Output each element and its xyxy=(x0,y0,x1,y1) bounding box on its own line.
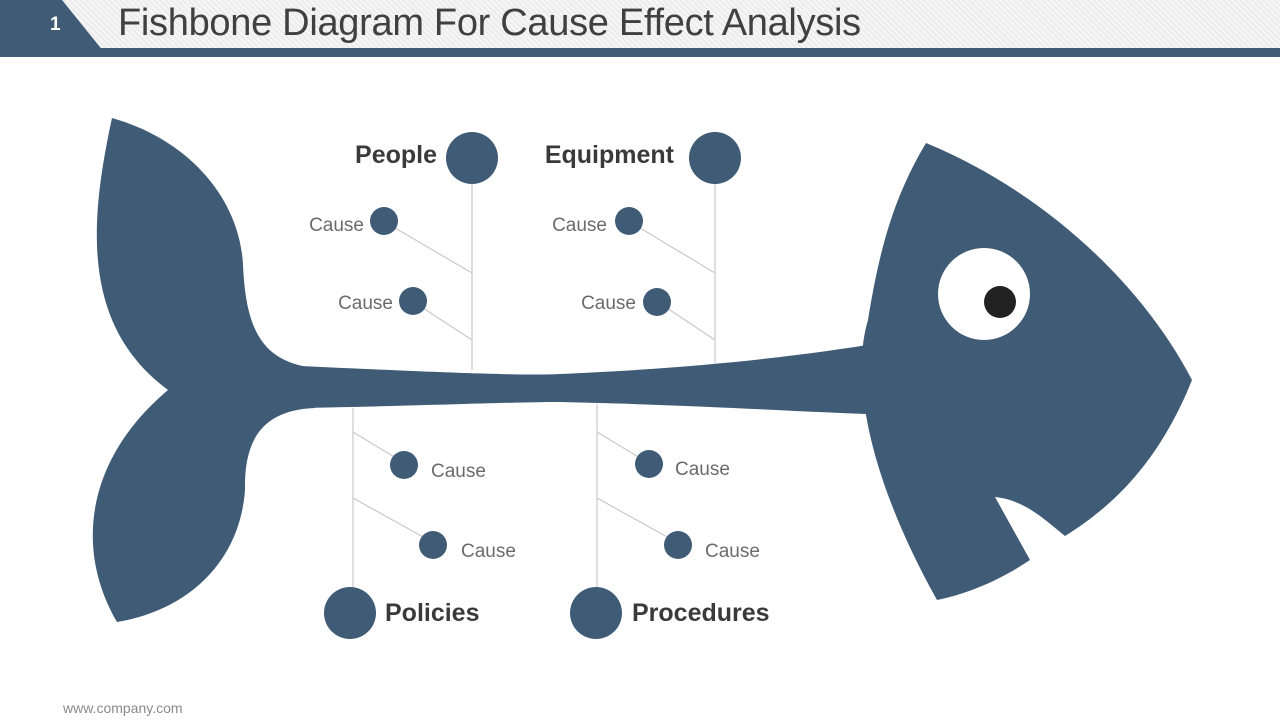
fish-head xyxy=(861,143,1192,600)
equipment-cause-2-label: Cause xyxy=(581,293,636,314)
fish-spine xyxy=(300,343,895,415)
fish-pupil xyxy=(984,286,1016,318)
procedures-cause-2-bone xyxy=(596,497,670,539)
procedures-cause-1-bone xyxy=(596,431,641,459)
procedures-node xyxy=(570,587,622,639)
equipment-cause-2-node xyxy=(643,288,671,316)
procedures-cause-1-label: Cause xyxy=(675,459,730,480)
slide-title: Fishbone Diagram For Cause Effect Analys… xyxy=(118,2,861,44)
fish-tail xyxy=(92,118,316,622)
people-node xyxy=(446,132,498,184)
procedures-cause-2-label: Cause xyxy=(705,541,760,562)
policies-cause-1-node xyxy=(390,451,418,479)
header-rule xyxy=(0,48,1280,57)
slide-number: 1 xyxy=(50,14,61,35)
policies-cause-2-node xyxy=(419,531,447,559)
equipment-cause-1-label: Cause xyxy=(552,215,607,236)
bone-lines xyxy=(352,180,716,590)
people-cause-2-label: Cause xyxy=(338,293,393,314)
equipment-cause-1-bone xyxy=(639,227,716,274)
procedures-cause-1-node xyxy=(635,450,663,478)
policies-cause-1-bone xyxy=(352,431,397,459)
people-cause-2-node xyxy=(399,287,427,315)
policies-node xyxy=(324,587,376,639)
header-band xyxy=(0,0,1280,48)
policies-label: Policies xyxy=(385,599,480,627)
fish-eye xyxy=(938,248,1030,340)
policies-cause-2-label: Cause xyxy=(461,541,516,562)
procedures-label: Procedures xyxy=(632,599,770,627)
people-cause-1-bone xyxy=(394,227,473,274)
policies-cause-2-bone xyxy=(352,497,426,539)
equipment-cause-1-node xyxy=(615,207,643,235)
footer-url: www.company.com xyxy=(63,700,183,716)
policies-cause-1-label: Cause xyxy=(431,461,486,482)
people-label: People xyxy=(355,141,437,169)
equipment-cause-2-bone xyxy=(666,307,716,341)
procedures-cause-2-node xyxy=(664,531,692,559)
people-cause-1-label: Cause xyxy=(309,215,364,236)
equipment-label: Equipment xyxy=(545,141,675,169)
people-cause-1-node xyxy=(370,207,398,235)
people-cause-2-bone xyxy=(422,307,473,341)
equipment-node xyxy=(689,132,741,184)
